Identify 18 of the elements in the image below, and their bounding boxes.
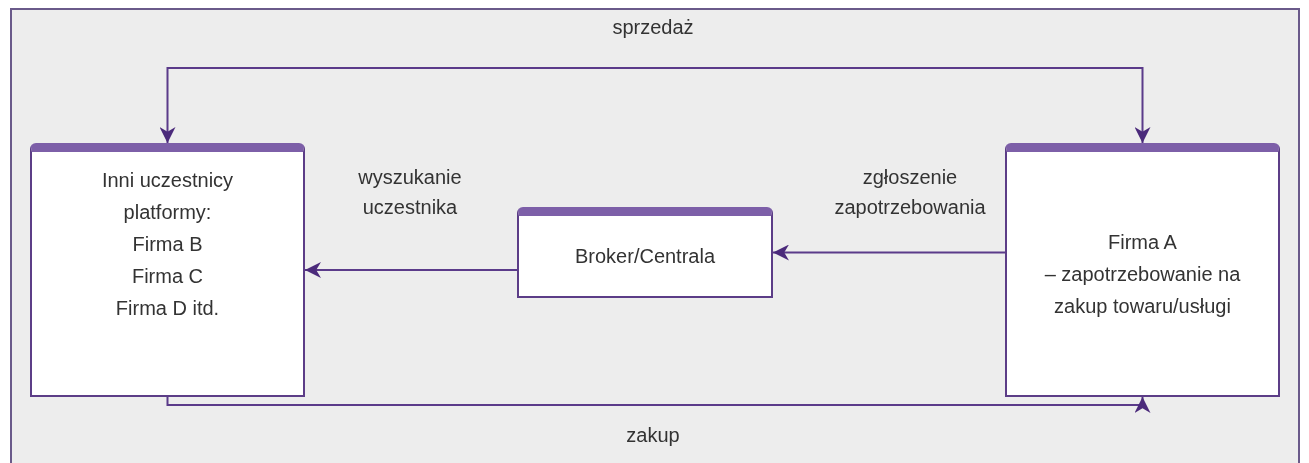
edge-label: sprzedaż bbox=[611, 15, 695, 40]
box-text: Firma B bbox=[132, 232, 203, 257]
edge-label: zgłoszenie zapotrzebowania bbox=[833, 165, 987, 220]
arrow bbox=[772, 244, 1006, 261]
arrow bbox=[166, 396, 1151, 413]
process-box bbox=[30, 143, 305, 397]
process-box bbox=[1005, 143, 1280, 397]
edge-label: zakup bbox=[625, 423, 681, 448]
box-text: Firma A bbox=[1108, 229, 1177, 255]
box-text: – zapotrzebowanie na zakup towaru/usługi bbox=[1043, 261, 1242, 319]
box-text: Firma D itd. bbox=[115, 296, 220, 321]
arrow bbox=[159, 67, 1151, 144]
process-box bbox=[517, 207, 773, 298]
box-text: Broker/Centrala bbox=[574, 244, 716, 269]
edge-label: wyszukanie uczestnika bbox=[357, 165, 463, 220]
box-text: Firma C bbox=[131, 264, 204, 289]
box-text: Inni uczestnicy platformy: bbox=[100, 168, 235, 225]
arrow bbox=[304, 262, 518, 278]
